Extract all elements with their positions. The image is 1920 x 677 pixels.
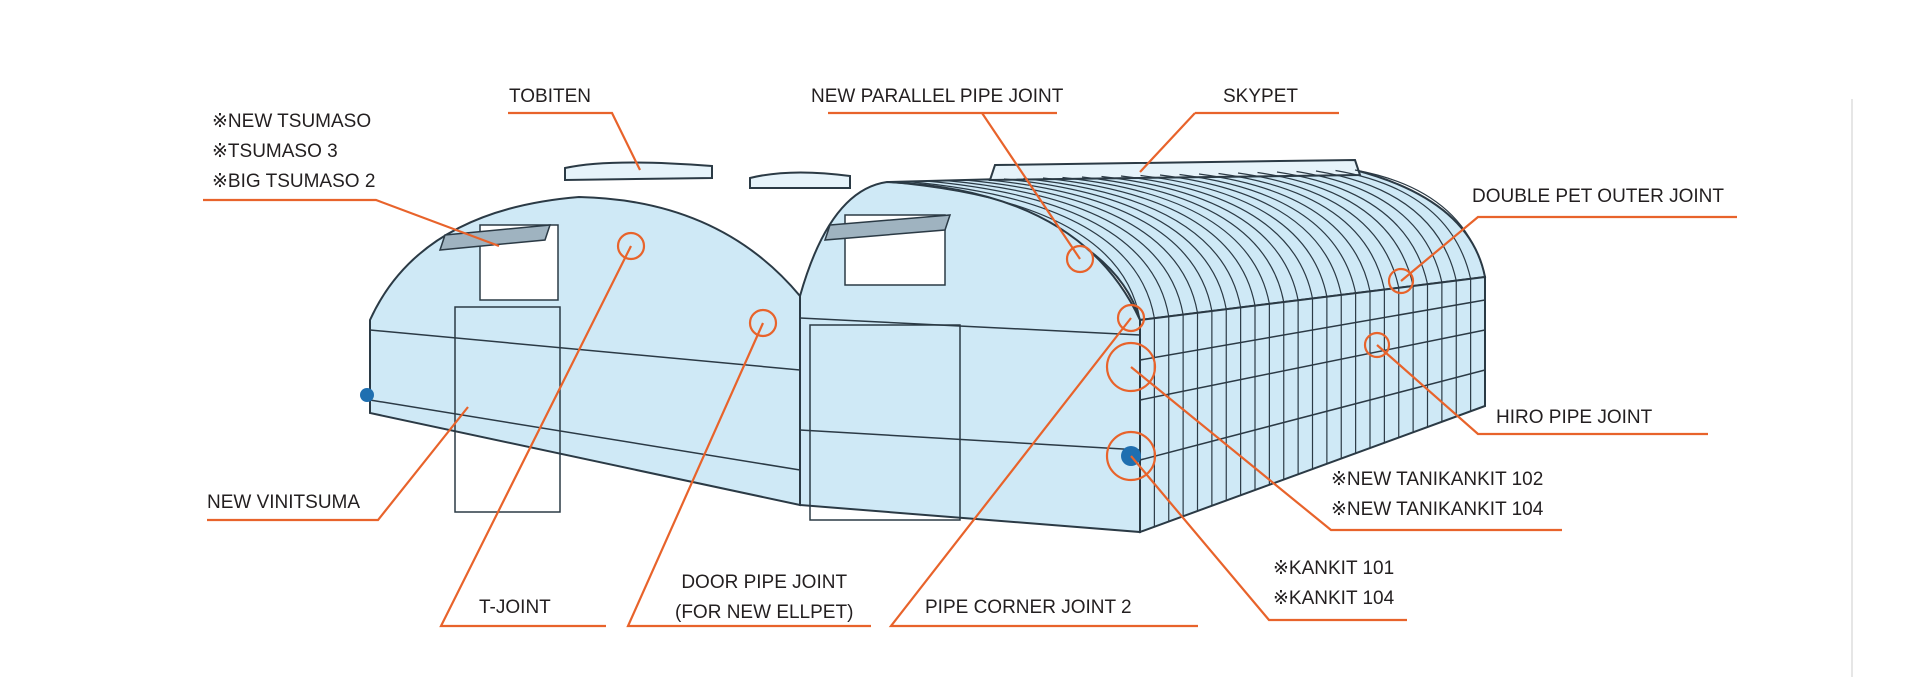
roof-rib [1276,171,1429,285]
label-tsumaso: ※NEW TSUMASO ※TSUMASO 3 ※BIG TSUMASO 2 [212,107,375,197]
label-hiro-pipe-joint: HIRO PIPE JOINT [1496,407,1653,428]
marker-circle [1065,244,1095,274]
label-door-pipe-joint-line1: DOOR PIPE JOINT [681,572,848,593]
roof-rib [1140,174,1328,297]
label-t-joint: T-JOINT [479,597,551,618]
roof-rib [1101,175,1299,301]
roof-rib [1159,174,1342,296]
label-new-vinitsuma: NEW VINITSUMA [207,492,361,513]
label-big-tsumaso-2: ※BIG TSUMASO 2 [212,171,376,192]
roof-rib [906,180,1155,319]
label-kankit-101: ※KANKIT 101 [1273,558,1395,579]
label-kankit: ※KANKIT 101 ※KANKIT 104 [1273,554,1394,614]
roof-rib [1081,176,1285,303]
roof-rib [1062,176,1270,304]
roof-rib [1218,172,1385,290]
marker-circle [1105,341,1157,393]
kankit-motor [360,388,374,402]
label-new-tanikankit-104: ※NEW TANIKANKIT 104 [1331,499,1544,520]
roof-rib [1354,169,1486,278]
roof-rib [1198,173,1371,292]
label-pipe-corner-joint-2: PIPE CORNER JOINT 2 [925,597,1132,618]
marker-circle [616,231,646,261]
marker-circle [748,308,778,338]
leader-lines [203,111,1737,628]
roof-rib [1237,172,1400,288]
label-tobiten: TOBITEN [509,86,591,107]
label-new-tanikankit-102: ※NEW TANIKANKIT 102 [1331,469,1544,490]
label-door-pipe-joint-line2: (FOR NEW ELLPET) [675,602,854,623]
roof-rib [886,181,1141,321]
roof-rib [1120,175,1314,299]
label-tanikankit: ※NEW TANIKANKIT 102 ※NEW TANIKANKIT 104 [1331,465,1543,525]
label-new-parallel-pipe-joint: NEW PARALLEL PIPE JOINT [811,86,1064,107]
label-skypet: SKYPET [1223,86,1298,107]
roof-rib [984,178,1213,312]
roof-rib [1042,177,1256,306]
roof-rib [1023,177,1242,308]
roof-rib [925,180,1170,317]
roof-rib [964,179,1199,313]
skypet-vent [988,158,1362,182]
label-kankit-104: ※KANKIT 104 [1273,588,1395,609]
roof-rib [1296,170,1443,283]
roof-rib [1315,170,1457,281]
tobiten-vent [564,161,713,182]
roof-rib [945,179,1184,315]
label-door-pipe-joint: DOOR PIPE JOINT (FOR NEW ELLPET) [675,568,853,628]
label-new-tsumaso: ※NEW TSUMASO [212,111,372,132]
label-double-pet-outer-joint: DOUBLE PET OUTER JOINT [1472,186,1724,207]
marker-circle [1105,430,1157,482]
label-tsumaso-3: ※TSUMASO 3 [212,141,338,162]
marker-circle [1116,303,1146,333]
marker-circle [1363,331,1391,359]
left-house-face [369,195,801,507]
roof-rib [1179,173,1357,294]
marker-circle [1387,267,1415,295]
roof-rib [1335,169,1472,279]
roof-rib [1257,171,1414,287]
roof-rib [1003,178,1227,310]
